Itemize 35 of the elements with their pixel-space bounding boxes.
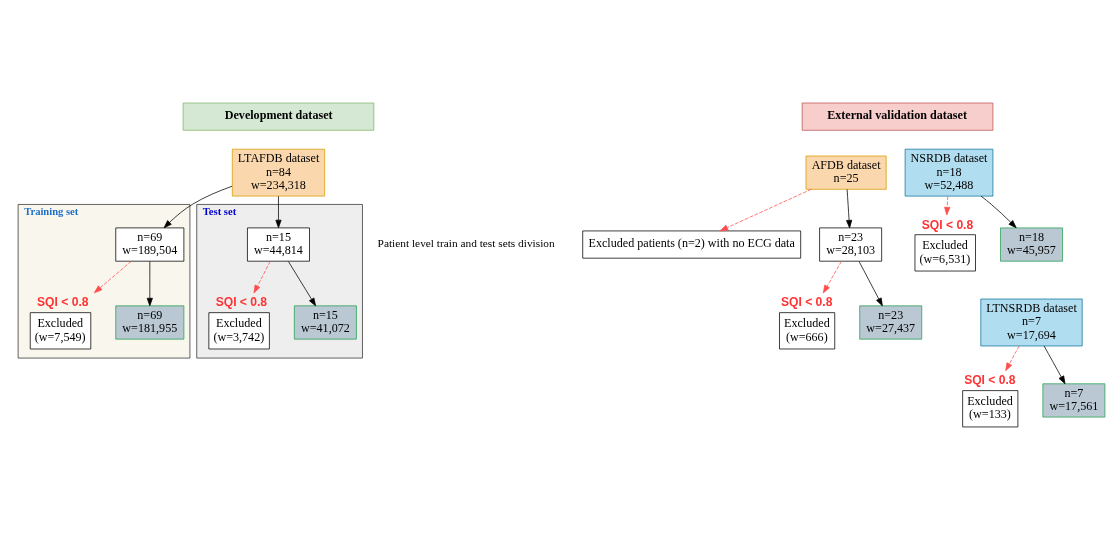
arrow (275, 195, 282, 229)
node-box: n=23 w=28,103 (819, 227, 883, 262)
node-label: SQI < 0.8 (964, 373, 1016, 388)
arrow (288, 261, 316, 307)
node-box: n=69 w=189,504 (115, 227, 185, 262)
node-label: SQI < 0.8 (781, 295, 833, 310)
arrow (980, 195, 1017, 229)
arrow (719, 189, 812, 232)
node-box: LTAFDB dataset n=84 w=234,318 (231, 148, 325, 197)
arrow (846, 189, 853, 229)
arrow (944, 195, 951, 216)
arrow (1043, 345, 1066, 385)
arrow (253, 261, 271, 294)
node-box: Excluded patients (n=2) with no ECG data (582, 230, 802, 259)
arrow (858, 261, 883, 307)
arrow (146, 261, 153, 307)
node-box: n=7 w=17,561 (1042, 383, 1106, 418)
node-box: n=15 w=44,814 (247, 227, 310, 262)
arrow (1005, 345, 1020, 372)
node-box: AFDB dataset n=25 (805, 155, 887, 190)
node-label: SQI < 0.8 (215, 295, 268, 310)
node-box: n=69 w=181,955 (115, 305, 185, 340)
node-box: n=23 w=27,437 (859, 305, 923, 340)
arrow (163, 185, 233, 229)
arrow (94, 260, 132, 294)
node-box: External validation dataset (801, 102, 994, 131)
label: Patient level train and test sets division (377, 237, 555, 250)
node-label: SQI < 0.8 (37, 295, 89, 310)
arrow (822, 261, 842, 294)
node-box: LTNSRDB dataset n=7 w=17,694 (980, 298, 1083, 347)
node-label: SQI < 0.8 (921, 217, 974, 232)
node-box: n=15 w=41,072 (294, 305, 357, 340)
node-box: n=18 w=45,957 (1000, 227, 1063, 262)
node-box: NSRDB dataset n=18 w=52,488 (904, 148, 994, 197)
node-box: Development dataset (182, 102, 375, 131)
